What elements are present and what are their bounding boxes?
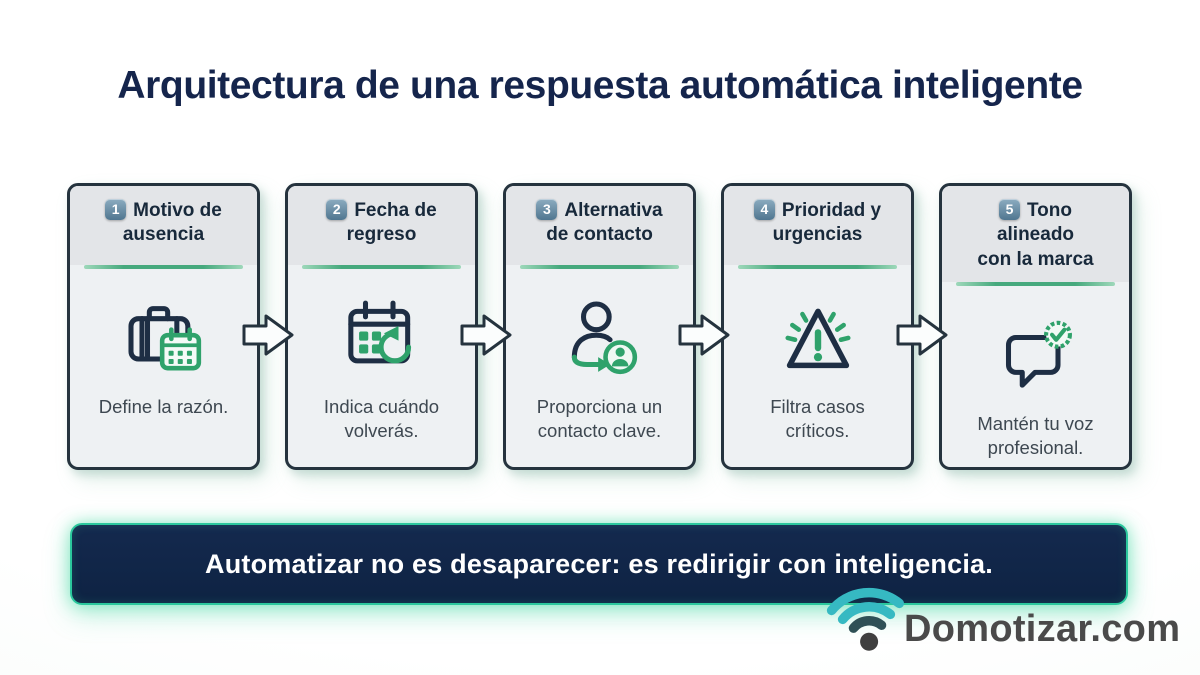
step-title-line1: Prioridad y: [781, 200, 882, 221]
briefcase-calendar-icon: [127, 306, 201, 371]
step-card-3: 3 Alternativa de contacto Proporciona un …: [503, 183, 696, 470]
step-title-line2: con la marca: [977, 248, 1094, 270]
flow-arrow-icon: [896, 312, 950, 358]
flow-arrow-icon: [242, 312, 296, 358]
step-caption: Filtra casos críticos.: [770, 396, 865, 442]
step-title-line1: Motivo de: [133, 200, 222, 221]
step-number-badge: 3: [536, 199, 558, 220]
step-number-badge: 1: [105, 199, 127, 220]
step-caption: Indica cuándo volverás.: [323, 396, 440, 442]
step-body: Filtra casos críticos.: [724, 269, 911, 467]
step-caption: Proporciona un contacto clave.: [536, 396, 663, 442]
step-card-4: 4 Prioridad y urgencias: [721, 183, 914, 470]
takeaway-banner: Automatizar no es desaparecer: es rediri…: [70, 523, 1128, 605]
step-header: 4 Prioridad y urgencias: [724, 186, 911, 265]
step-card-2: 2 Fecha de regreso: [285, 183, 478, 470]
person-contact-icon: [571, 301, 637, 375]
domotizar-logo: Domotizar.com: [826, 578, 1190, 664]
step-header: 1 Motivo de ausencia: [70, 186, 257, 265]
chat-check-icon: [1005, 320, 1072, 388]
step-title-line2: regreso: [346, 224, 417, 246]
page-title: Arquitectura de una respuesta automática…: [117, 64, 1083, 107]
card-divider: [84, 265, 243, 269]
step-caption: Define la razón.: [98, 396, 229, 417]
step-body: Mantén tu voz profesional.: [942, 286, 1129, 467]
step-number-badge: 4: [753, 199, 775, 220]
step-number-badge: 5: [998, 199, 1020, 220]
card-divider: [520, 265, 679, 269]
step-title-line2: urgencias: [772, 224, 863, 246]
step-caption: Mantén tu voz profesional.: [977, 412, 1094, 458]
wifi-icon: [825, 576, 917, 665]
step-card-1: 1 Motivo de ausencia: [67, 183, 260, 470]
card-divider: [956, 281, 1115, 286]
warning-triangle-icon: [784, 308, 851, 369]
step-title-line1: Alternativa: [564, 200, 663, 221]
card-divider: [302, 265, 461, 269]
step-body: Proporciona un contacto clave.: [506, 269, 693, 467]
flow-arrow-icon: [460, 312, 514, 358]
step-title-line1: Fecha de: [354, 200, 437, 221]
card-divider: [738, 265, 897, 269]
step-title-line1: Tono alineado: [996, 200, 1075, 246]
logo-text: Domotizar.com: [904, 608, 1181, 650]
step-number-badge: 2: [326, 199, 348, 220]
step-header: 2 Fecha de regreso: [288, 186, 475, 265]
step-header: 3 Alternativa de contacto: [506, 186, 693, 265]
step-title-line2: ausencia: [122, 224, 205, 246]
steps-row: 1 Motivo de ausencia: [67, 183, 1133, 470]
calendar-return-icon: [347, 300, 411, 364]
flow-arrow-icon: [678, 312, 732, 358]
takeaway-banner-text: Automatizar no es desaparecer: es rediri…: [205, 548, 993, 579]
step-title-line2: de contacto: [546, 224, 653, 246]
step-body: Define la razón.: [70, 269, 257, 467]
step-body: Indica cuándo volverás.: [288, 269, 475, 467]
